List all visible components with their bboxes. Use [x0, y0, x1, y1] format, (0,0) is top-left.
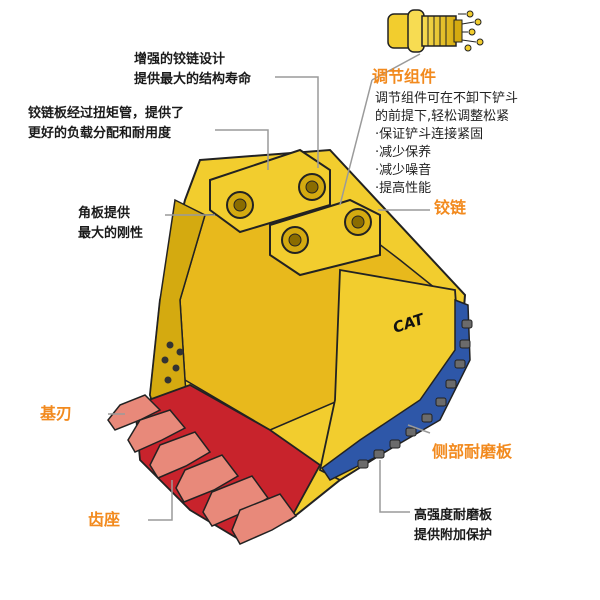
label-wear-strip-line-2: 提供附加保护 — [414, 528, 493, 543]
adjuster-assembly — [387, 9, 484, 53]
adjuster-desc-line-6: ·提高性能 — [375, 181, 432, 196]
label-adjuster-title: 调节组件 — [372, 67, 437, 86]
label-adjuster-desc: 调节组件可在不卸下铲斗 的前提下,轻松调整松紧 ·保证铲斗连接紧固 ·减少保养 … — [375, 90, 518, 198]
label-base-edge: 基刃 — [40, 404, 73, 423]
label-hinge-plate-line-2: 更好的负载分配和耐用度 — [28, 126, 172, 141]
label-hinge-plate: 铰链板经过扭矩管，提供了 更好的负载分配和耐用度 — [28, 104, 184, 144]
adjuster-desc-line-2: 的前提下,轻松调整松紧 — [375, 109, 510, 124]
label-wear-strip-line-1: 高强度耐磨板 — [414, 508, 493, 523]
bucket-teeth — [107, 394, 298, 545]
label-adapter: 齿座 — [88, 510, 121, 529]
label-gusset: 角板提供 最大的刚性 — [78, 204, 143, 244]
hinge-lugs — [209, 148, 381, 277]
label-hinge-design-line-1: 增强的铰链设计 — [134, 52, 226, 67]
label-gusset-line-1: 角板提供 — [78, 206, 131, 221]
adjuster-desc-line-5: ·减少噪音 — [375, 163, 432, 178]
adjuster-desc-line-3: ·保证铲斗连接紧固 — [375, 127, 484, 142]
label-hinge: 铰链 — [434, 198, 467, 217]
label-hinge-plate-line-1: 铰链板经过扭矩管，提供了 — [28, 106, 185, 121]
label-gusset-line-2: 最大的刚性 — [78, 226, 144, 241]
adjuster-desc-line-1: 调节组件可在不卸下铲斗 — [375, 91, 519, 106]
label-hinge-design: 增强的铰链设计 提供最大的结构寿命 — [134, 50, 251, 90]
adjuster-desc-line-4: ·减少保养 — [375, 145, 432, 160]
leader-lines — [108, 53, 431, 521]
wear-strips — [357, 319, 473, 469]
label-hinge-design-line-2: 提供最大的结构寿命 — [134, 72, 252, 87]
label-wear-strip: 高强度耐磨板 提供附加保护 — [414, 506, 492, 546]
label-side-wear: 侧部耐磨板 — [432, 442, 513, 461]
